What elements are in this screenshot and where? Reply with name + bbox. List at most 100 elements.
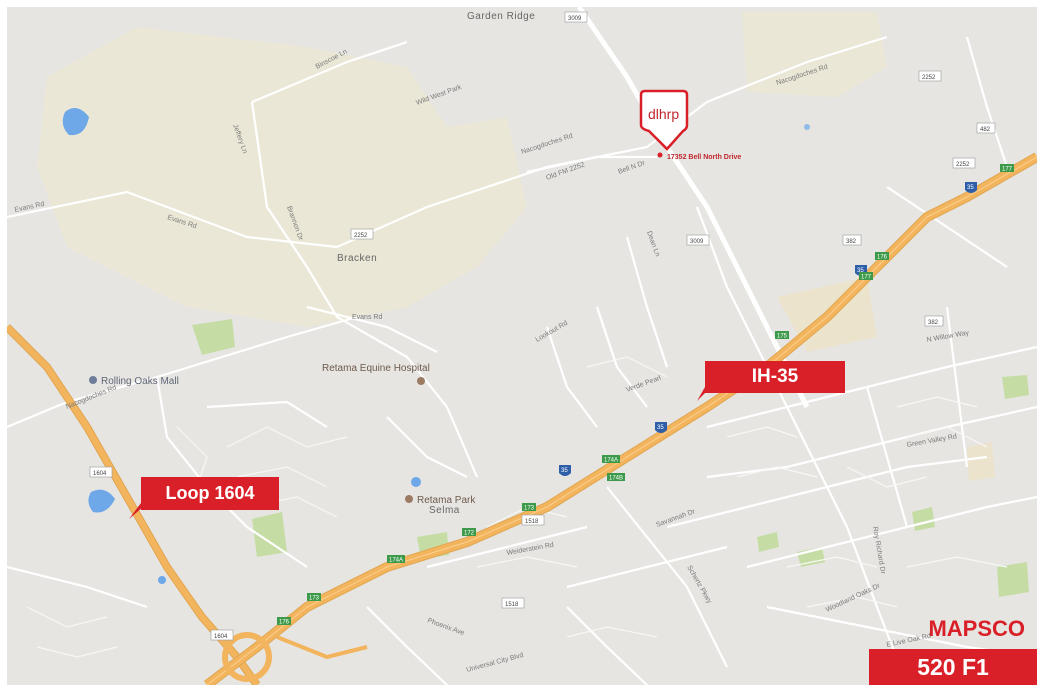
poi-label-retama-park: Retama Park — [417, 495, 476, 506]
i35-shield: 35 — [559, 465, 571, 476]
svg-text:1604: 1604 — [214, 634, 228, 640]
shield-sh382-b: 382 — [924, 315, 944, 327]
exit-marker: 177 — [859, 272, 873, 281]
park — [967, 442, 995, 481]
i35-shield: 35 — [655, 422, 667, 433]
svg-text:35: 35 — [967, 185, 974, 191]
exit-marker-label: 174B — [609, 476, 623, 482]
svg-text:1518: 1518 — [525, 519, 539, 525]
exit-marker: 174B — [607, 473, 625, 482]
svg-text:2252: 2252 — [922, 75, 936, 81]
rural-area-north — [742, 12, 887, 97]
exit-marker-label: 176 — [279, 620, 290, 626]
mapsco-title: MAPSCO — [928, 616, 1025, 641]
shield-sh382: 382 — [842, 234, 862, 246]
exit-marker: 173 — [307, 593, 321, 602]
exit-marker: 177 — [1000, 164, 1014, 173]
exit-marker: 174A — [602, 455, 620, 464]
shield-fm3009-top: 3009 — [564, 11, 588, 23]
svg-text:3009: 3009 — [568, 16, 582, 22]
park — [997, 562, 1029, 597]
local-streets — [26, 356, 1008, 658]
pin-marker-icon — [639, 89, 689, 151]
pin-logo: dlhrp — [648, 106, 679, 122]
svg-text:35: 35 — [657, 425, 664, 431]
callout-loop1604-label: Loop 1604 — [165, 483, 255, 503]
shield-fm1518-a: 1518 — [521, 514, 545, 526]
park — [757, 532, 779, 552]
shield-fm1518-b: 1518 — [501, 597, 525, 609]
callout-loop1604-pointer — [129, 503, 143, 519]
exit-marker-label: 173 — [524, 506, 535, 512]
pond — [411, 477, 421, 487]
place-label-garden-ridge: Garden Ridge — [467, 11, 535, 22]
pond — [88, 489, 115, 513]
park-icon — [405, 495, 413, 503]
pond — [62, 108, 89, 136]
exit-marker-label: 177 — [1002, 167, 1013, 173]
park — [827, 312, 869, 342]
svg-text:35: 35 — [561, 468, 568, 474]
poi-label-retama-equine-hospital: Retama Equine Hospital — [322, 363, 430, 374]
park — [192, 319, 235, 355]
exit-marker: 176 — [875, 252, 889, 261]
park — [252, 512, 287, 557]
svg-text:1604: 1604 — [93, 471, 107, 477]
exit-marker: 172 — [462, 528, 476, 537]
interchange — [222, 632, 272, 682]
exit-marker: 174A — [387, 555, 405, 564]
shield-fm2252-left: 2252 — [350, 228, 374, 240]
pin-address-label: 17352 Bell North Drive — [667, 154, 741, 161]
exit-marker: 176 — [277, 617, 291, 626]
svg-text:482: 482 — [980, 127, 991, 133]
route-shields: 3009 3009 2252 2252 2252 482 1604 1604 1… — [89, 11, 996, 641]
place-label-bracken: Bracken — [337, 253, 377, 264]
ramp — [276, 635, 368, 660]
road-label: Evans Rd — [352, 314, 382, 321]
exit-marker: 173 — [522, 503, 536, 512]
map-frame[interactable]: Garden Ridge Bracken Selma Rolling Oaks … — [7, 7, 1037, 685]
exit-marker-label: 174A — [389, 558, 403, 564]
svg-text:2252: 2252 — [956, 162, 970, 168]
shield-fm2252-far: 2252 — [918, 70, 942, 82]
svg-text:1518: 1518 — [505, 602, 519, 608]
i35-shield: 35 — [965, 182, 977, 193]
svg-text:382: 382 — [846, 239, 857, 245]
mall-icon — [89, 376, 97, 384]
poi-rolling-oaks-mall[interactable]: Rolling Oaks Mall — [89, 376, 179, 387]
svg-text:35: 35 — [857, 268, 864, 274]
location-pin[interactable]: dlhrp 17352 Bell North Drive — [639, 89, 741, 161]
fm-3009-road — [576, 7, 810, 409]
callout-loop1604: Loop 1604 — [141, 477, 279, 510]
mapsco-code: 520 F1 — [869, 649, 1037, 685]
loop-1604-highway — [7, 324, 260, 685]
park — [1002, 375, 1029, 399]
exit-marker-label: 174A — [604, 458, 618, 464]
pond — [804, 124, 810, 130]
poi-retama-park[interactable]: Retama Park — [405, 495, 476, 506]
shield-fm1604: 1604 — [89, 466, 113, 478]
place-label-selma: Selma — [429, 505, 460, 516]
callout-ih35-pointer — [697, 387, 711, 401]
shield-fm2252-right: 2252 — [952, 157, 976, 169]
svg-text:3009: 3009 — [690, 239, 704, 245]
hospital-icon — [417, 377, 425, 385]
poi-retama-equine-hospital[interactable]: Retama Equine Hospital — [322, 363, 430, 385]
poi-label-rolling-oaks-mall: Rolling Oaks Mall — [101, 376, 179, 387]
shield-fm482: 482 — [976, 122, 996, 134]
callout-ih35-label: IH-35 — [751, 366, 799, 387]
exit-marker: 175 — [775, 331, 789, 340]
svg-text:2252: 2252 — [354, 233, 368, 239]
exit-marker-label: 177 — [861, 275, 872, 281]
exit-marker-label: 176 — [877, 255, 888, 261]
map-canvas[interactable]: Garden Ridge Bracken Selma Rolling Oaks … — [7, 7, 1037, 685]
shield-fm1604-s: 1604 — [210, 629, 234, 641]
callout-ih35: IH-35 — [705, 361, 845, 393]
rural-area-west — [37, 27, 527, 327]
exit-marker-label: 172 — [464, 531, 475, 537]
exit-markers: 177 176 175 174A 174B 173 172 174A 173 176 177 — [277, 164, 1014, 626]
exit-marker-label: 173 — [309, 596, 320, 602]
exit-marker-label: 175 — [777, 334, 788, 340]
pond — [158, 576, 166, 584]
shield-fm3009-mid: 3009 — [686, 234, 710, 246]
